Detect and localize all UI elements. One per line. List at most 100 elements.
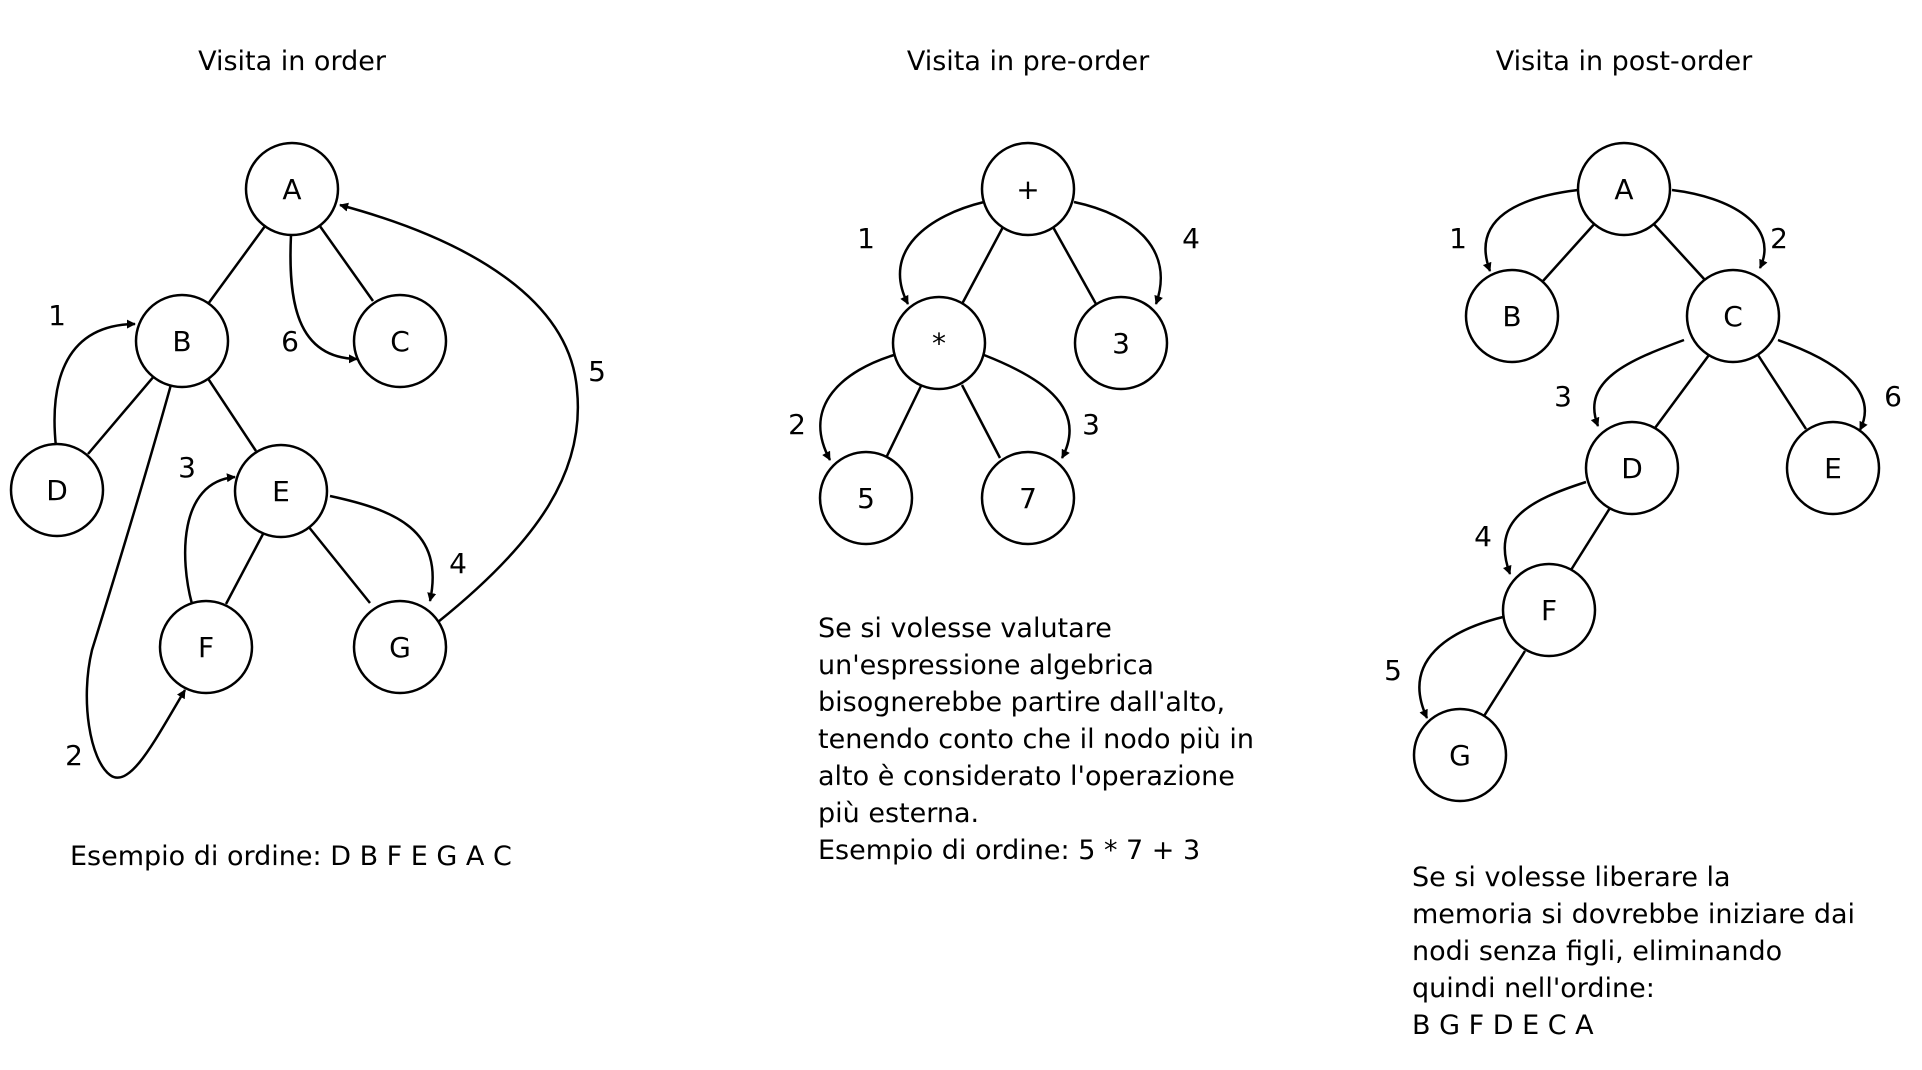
tree-node: + [980,141,1076,237]
arrow-step-4 [1073,200,1163,305]
edge-e-g [307,525,371,604]
traversal-arrows [819,200,1163,461]
panel-title: Visita in post-order [1496,46,1753,77]
arrow-step-5 [339,202,580,623]
tree-nodes: A B C D E F G [1412,141,1881,803]
step-number: 2 [1770,222,1788,255]
edge-a-c [1650,220,1706,281]
tree-node: E [233,443,329,539]
arrow-step-3 [983,353,1071,459]
tree-nodes: A B C D E F G [9,141,448,695]
tree-node: G [352,599,448,695]
tree-node: 5 [818,450,914,546]
node-label: F [198,631,214,664]
node-label: 7 [1019,482,1037,515]
edge-c-e [1756,354,1808,430]
node-label: E [272,475,290,508]
panel-caption-line: Se si volesse valutare [818,613,1112,644]
arrow-step-5 [1418,615,1504,719]
edge-c-d [1653,354,1711,429]
node-label: G [1449,739,1471,772]
arrow-step-2 [819,353,895,461]
edge-d-f [1569,507,1612,571]
panel-caption-line: più esterna. [818,798,979,829]
node-label: A [282,173,301,206]
arrow-step-4b [1777,338,1868,431]
edge-mul-seven [960,384,1002,459]
step-number: 2 [65,739,83,772]
arrow-step-1 [53,319,136,448]
edge-a-c [315,221,375,302]
arrow-step-1 [1482,188,1579,272]
node-label: B [172,325,191,358]
step-number: 1 [1449,222,1467,255]
step-number: 3 [1082,408,1100,441]
arrow-step-6 [289,234,358,364]
step-number: 2 [788,408,806,441]
tree-node: 7 [980,450,1076,546]
edge-a-b [206,221,270,305]
panel-caption-line: tenendo conto che il nodo più in [818,724,1254,755]
tree-node: 3 [1073,295,1169,391]
step-number: 1 [857,222,875,255]
edge-b-e [205,376,258,452]
node-label: C [1723,300,1743,333]
edge-b-d [87,374,156,455]
panel-caption-line: quindi nell'ordine: [1412,973,1655,1004]
arrow-step-3 [1590,338,1685,427]
panel-caption-line: alto è considerato l'operazione [818,761,1235,792]
node-label: C [390,325,410,358]
step-numbers: 1 2 3 4 5 6 [48,299,606,772]
tree-nodes: + * 3 5 7 [818,141,1169,546]
panel-title: Visita in pre-order [907,46,1150,77]
panel-caption: Se si volesse liberare la memoria si dov… [1412,862,1855,1041]
step-number: 4 [449,547,467,580]
traversal-arrows [1418,188,1868,719]
tree-node: E [1785,420,1881,516]
panel-caption-line: Se si volesse liberare la [1412,862,1731,893]
step-number: 6 [1884,380,1902,413]
step-number: 3 [1554,380,1572,413]
tree-node: F [1501,562,1597,658]
node-label: B [1502,300,1521,333]
node-label: A [1614,173,1633,206]
arrow-step-4 [1502,480,1587,575]
node-label: 3 [1112,327,1130,360]
tree-edges [884,226,1098,459]
tree-edges [1482,220,1808,717]
node-label: F [1541,594,1557,627]
tree-node: * [891,295,987,391]
traversal-arrows [53,202,580,779]
arrow-step-3 [183,473,236,605]
tree-node: D [1584,420,1680,516]
panel-caption-line: Esempio di ordine: D B F E G A C [70,841,512,872]
arrow-step-1 [898,200,985,305]
tree-node: A [244,141,340,237]
node-label: * [932,327,946,360]
panel-title: Visita in order [198,46,387,77]
edge-mul-five [884,385,923,459]
tree-node: D [9,442,105,538]
edge-f-g [1482,650,1527,717]
panel-caption-line: Esempio di ordine: 5 * 7 + 3 [818,835,1200,866]
panel-caption-line: B G F D E C A [1412,1010,1594,1041]
step-number: 4 [1182,222,1200,255]
node-label: D [46,474,68,507]
edge-plus-mul [960,226,1005,305]
tree-node: C [352,293,448,389]
arrow-step-2 [1671,188,1768,269]
step-number: 5 [1384,654,1402,687]
node-label: + [1016,173,1039,206]
tree-node: B [134,293,230,389]
panel-inorder: Visita in order 1 2 3 4 5 6 [9,46,606,872]
step-numbers: 1 2 3 4 5 6 [1384,222,1902,687]
step-number: 5 [588,355,606,388]
tree-node: B [1464,268,1560,364]
step-numbers: 1 2 3 4 [788,222,1200,441]
panel-caption-line: nodi senza figli, eliminando [1412,936,1782,967]
step-number: 6 [281,325,299,358]
node-label: G [389,631,411,664]
panel-caption-line: memoria si dovrebbe iniziare dai [1412,899,1855,930]
tree-edges [87,221,375,605]
tree-node: C [1685,268,1781,364]
